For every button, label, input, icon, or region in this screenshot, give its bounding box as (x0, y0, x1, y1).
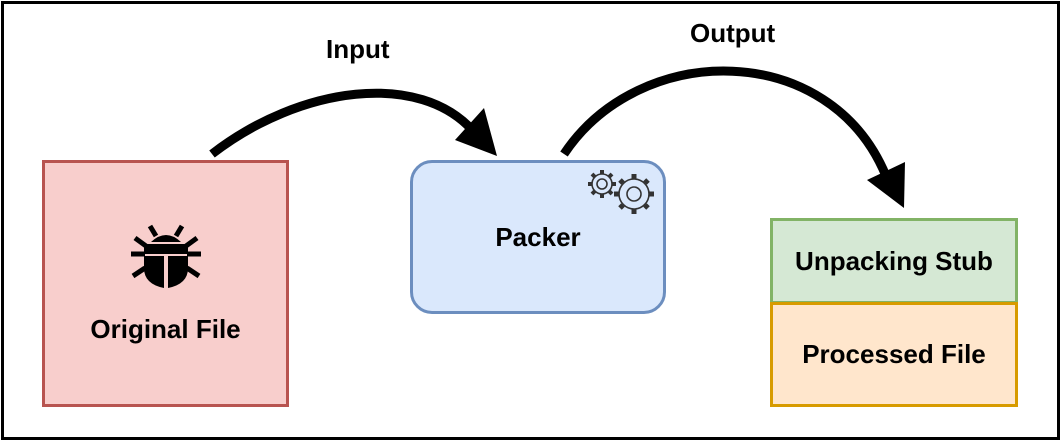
packer-node: Packer (410, 160, 666, 314)
unpacking-stub-label: Unpacking Stub (795, 245, 993, 276)
gears-icon (588, 170, 654, 214)
processed-file-node: Processed File (770, 302, 1018, 407)
input-arrow (209, 88, 478, 158)
input-arrowhead (455, 108, 497, 156)
original-file-node: Original File (42, 160, 289, 407)
output-arrowhead (867, 162, 905, 208)
bug-icon (130, 224, 201, 288)
input-label: Input (326, 34, 390, 64)
unpacking-stub-node: Unpacking Stub (770, 218, 1018, 304)
processed-file-label: Processed File (802, 339, 986, 369)
output-arrow (560, 66, 891, 178)
packer-label: Packer (495, 221, 581, 252)
original-file-label: Original File (90, 314, 241, 344)
output-label: Output (690, 18, 776, 48)
